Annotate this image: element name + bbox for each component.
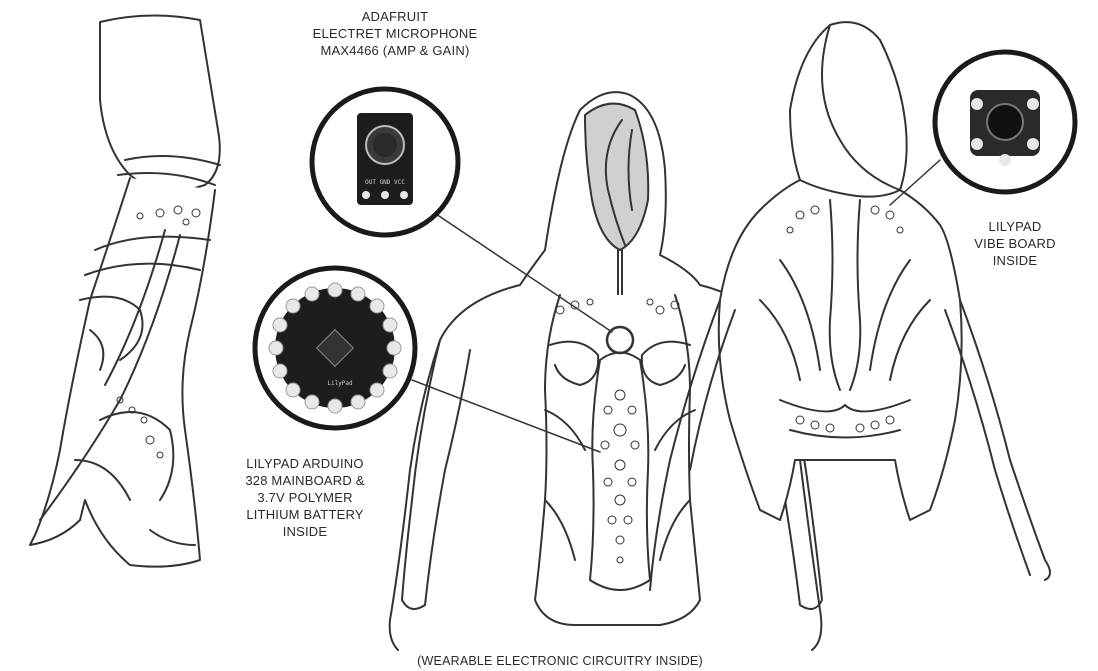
vibe-callout bbox=[935, 52, 1075, 192]
side-view-garment bbox=[30, 15, 220, 566]
lilypad-arduino-label: LILYPAD ARDUINO 328 MAINBOARD & 3.7V POL… bbox=[230, 455, 380, 540]
lilypad-label-line: INSIDE bbox=[230, 523, 380, 540]
microphone-label-line: ADAFRUIT bbox=[280, 8, 510, 25]
vibe-label-line: VIBE BOARD bbox=[960, 235, 1070, 252]
vibe-label-line: INSIDE bbox=[960, 252, 1070, 269]
microphone-label-line: MAX4466 (AMP & GAIN) bbox=[280, 42, 510, 59]
lilypad-label-line: LILYPAD ARDUINO bbox=[230, 455, 380, 472]
lilypad-callout: LilyPad bbox=[255, 268, 415, 428]
mic-pin-labels: OUT GND VCC bbox=[365, 179, 405, 186]
lilypad-label-line: LITHIUM BATTERY bbox=[230, 506, 380, 523]
lilypad-brand-text: LilyPad bbox=[327, 380, 353, 387]
vibe-board-label: LILYPAD VIBE BOARD INSIDE bbox=[960, 218, 1070, 269]
microphone-label: ADAFRUIT ELECTRET MICROPHONE MAX4466 (AM… bbox=[280, 8, 510, 59]
microphone-label-line: ELECTRET MICROPHONE bbox=[280, 25, 510, 42]
lilypad-label-line: 328 MAINBOARD & bbox=[230, 472, 380, 489]
mic-callout: OUT GND VCC bbox=[312, 89, 458, 235]
vibe-label-line: LILYPAD bbox=[960, 218, 1070, 235]
footer-caption: (WEARABLE ELECTRONIC CIRCUITRY INSIDE) bbox=[380, 653, 740, 670]
lilypad-label-line: 3.7V POLYMER bbox=[230, 489, 380, 506]
